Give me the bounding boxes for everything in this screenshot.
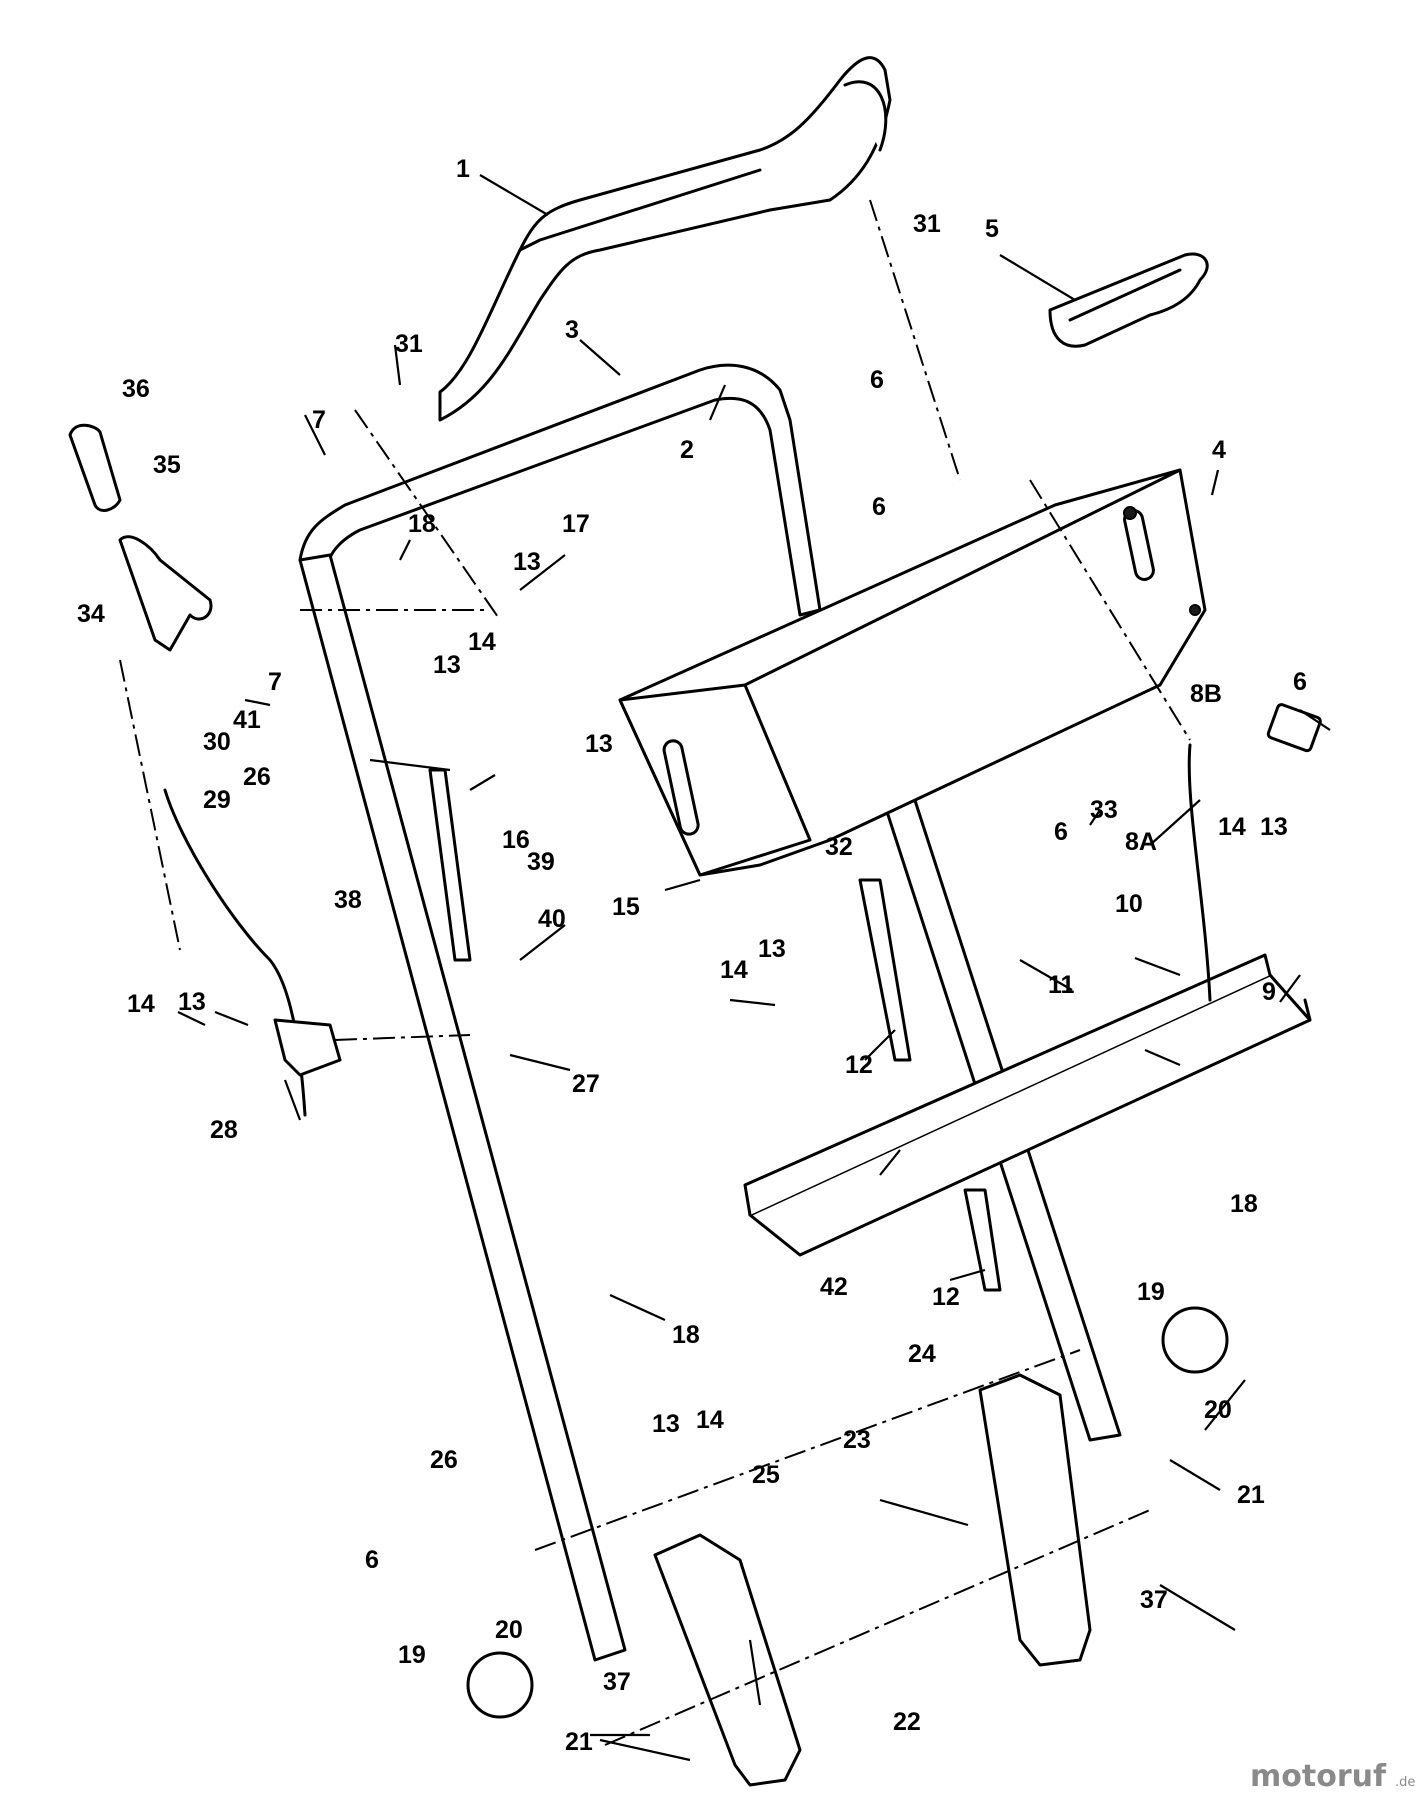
leader-lines xyxy=(177,174,1331,1762)
callout-24: 24 xyxy=(908,1340,936,1368)
callout-12: 12 xyxy=(845,1051,873,1079)
callout-23: 23 xyxy=(843,1426,871,1454)
callout-13: 13 xyxy=(758,935,786,963)
watermark: motoruf .de xyxy=(1250,1759,1415,1794)
assembly-line xyxy=(1029,479,1191,741)
callout-26: 26 xyxy=(430,1446,458,1474)
watermark-suffix: .de xyxy=(1395,1775,1415,1790)
callout-12: 12 xyxy=(932,1283,960,1311)
callout-5: 5 xyxy=(985,215,999,243)
control-cable xyxy=(163,788,307,1117)
assembly-line xyxy=(604,1509,1151,1746)
shift-lever xyxy=(118,535,213,652)
callout-13: 13 xyxy=(652,1410,680,1438)
left-handle-tube xyxy=(298,553,627,1662)
callout-32: 32 xyxy=(825,833,853,861)
callout-13: 13 xyxy=(433,651,461,679)
handle-loop xyxy=(298,363,822,617)
knob-grip xyxy=(68,423,122,512)
assembly-line xyxy=(869,199,961,481)
callout-21: 21 xyxy=(565,1728,593,1756)
callout-2: 2 xyxy=(680,436,694,464)
callout-16: 16 xyxy=(502,826,530,854)
callout-6: 6 xyxy=(1054,818,1068,846)
callout-40: 40 xyxy=(538,905,566,933)
callout-35: 35 xyxy=(153,451,181,479)
callout-13: 13 xyxy=(1260,813,1288,841)
callout-20: 20 xyxy=(495,1616,523,1644)
callout-18: 18 xyxy=(1230,1190,1258,1218)
cable-8a xyxy=(1187,743,1212,1002)
callout-13: 13 xyxy=(178,988,206,1016)
callout-14: 14 xyxy=(468,628,496,656)
knob-19-left xyxy=(466,1651,534,1719)
cable-bracket-8b xyxy=(1266,703,1322,753)
assembly-line xyxy=(119,659,181,951)
callout-14: 14 xyxy=(127,990,155,1018)
callout-33: 33 xyxy=(1090,796,1118,824)
callout-41: 41 xyxy=(233,706,261,734)
callout-8b: 8B xyxy=(1190,680,1222,708)
console-panel xyxy=(618,468,1207,877)
callout-22: 22 xyxy=(893,1708,921,1736)
callout-8a: 8A xyxy=(1125,828,1157,856)
rod-12-lower xyxy=(963,1188,1002,1292)
callout-13: 13 xyxy=(513,548,541,576)
callout-6: 6 xyxy=(872,493,886,521)
callout-30: 30 xyxy=(203,728,231,756)
callout-38: 38 xyxy=(334,886,362,914)
callout-14: 14 xyxy=(720,956,748,984)
rod-16 xyxy=(428,768,472,962)
callout-37: 37 xyxy=(603,1668,631,1696)
cable-bracket xyxy=(273,1018,342,1077)
callout-20: 20 xyxy=(1204,1396,1232,1424)
callout-9: 9 xyxy=(1262,978,1276,1006)
callout-13: 13 xyxy=(585,730,613,758)
callout-26: 26 xyxy=(243,763,271,791)
callout-7: 7 xyxy=(268,668,282,696)
callout-39: 39 xyxy=(527,848,555,876)
hand-grip xyxy=(1048,252,1209,348)
rod-12 xyxy=(858,878,912,1062)
handle-bracket-left xyxy=(653,1533,802,1787)
knob-19-right xyxy=(1161,1306,1229,1374)
upper-handle-bar xyxy=(438,56,892,422)
cross-bar xyxy=(743,953,1312,1257)
callout-18: 18 xyxy=(672,1321,700,1349)
callout-10: 10 xyxy=(1115,890,1143,918)
callout-4: 4 xyxy=(1212,436,1226,464)
watermark-brand: motoruf xyxy=(1250,1759,1387,1794)
assembly-line xyxy=(534,1349,1081,1551)
callout-28: 28 xyxy=(210,1116,238,1144)
callout-19: 19 xyxy=(1137,1278,1165,1306)
callout-36: 36 xyxy=(122,375,150,403)
callout-labels: 1 2 3 4 5 6 6 6 6 6 7 7 8A 8B 9 10 11 12… xyxy=(77,155,1307,1756)
callout-34: 34 xyxy=(77,600,105,628)
callout-17: 17 xyxy=(562,510,590,538)
callout-15: 15 xyxy=(612,893,640,921)
callout-27: 27 xyxy=(572,1070,600,1098)
callout-3: 3 xyxy=(565,316,579,344)
callout-14: 14 xyxy=(696,1406,724,1434)
assembly-line xyxy=(354,409,501,621)
callout-37: 37 xyxy=(1140,1586,1168,1614)
callout-6: 6 xyxy=(870,366,884,394)
handle-bracket-right xyxy=(978,1373,1092,1667)
callout-11: 11 xyxy=(1048,971,1075,999)
callout-42: 42 xyxy=(820,1273,848,1301)
callout-1: 1 xyxy=(456,155,470,183)
callout-6: 6 xyxy=(1293,668,1307,696)
callout-21: 21 xyxy=(1237,1481,1265,1509)
callout-7: 7 xyxy=(312,406,326,434)
callout-25: 25 xyxy=(752,1461,780,1489)
callout-19: 19 xyxy=(398,1641,426,1669)
callout-31: 31 xyxy=(913,210,941,238)
assembly-line xyxy=(334,1034,471,1041)
callout-31: 31 xyxy=(395,330,423,358)
callout-29: 29 xyxy=(203,786,231,814)
callout-6: 6 xyxy=(365,1546,379,1574)
callout-14: 14 xyxy=(1218,813,1246,841)
callout-18: 18 xyxy=(408,510,436,538)
